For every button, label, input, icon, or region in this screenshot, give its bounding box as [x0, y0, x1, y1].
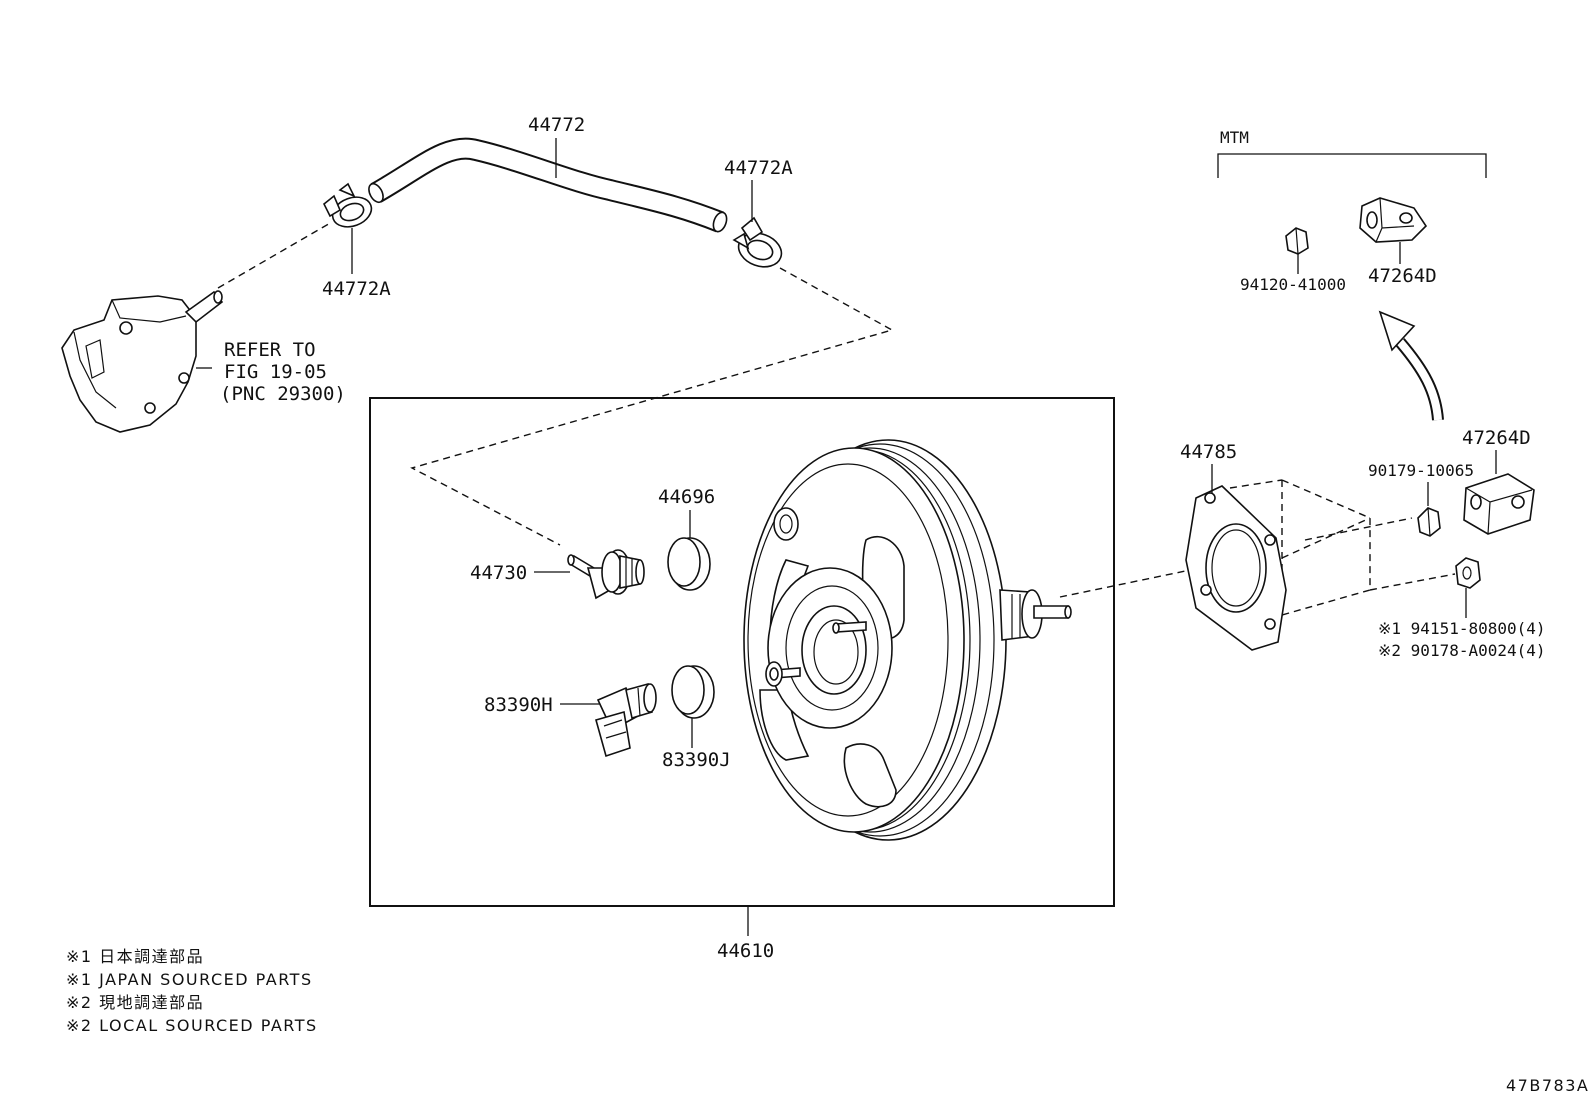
label-83390j: 83390J — [662, 749, 731, 771]
arrow-to-mtm-icon — [1378, 310, 1444, 421]
hose-clip-44772a-right — [732, 216, 783, 268]
label-90179-10065: 90179-10065 — [1368, 461, 1474, 480]
bracket-47264d-mid — [1463, 473, 1535, 535]
gasket-44785 — [1185, 485, 1287, 651]
label-44772: 44772 — [528, 114, 585, 136]
booster-assembly-frame — [369, 397, 1115, 907]
label-94120-41000: 94120-41000 — [1240, 275, 1346, 294]
label-mtm: MTM — [1220, 128, 1249, 147]
check-valve-44730 — [567, 549, 645, 600]
label-44696: 44696 — [658, 486, 715, 508]
label-94151-80800: ※1 94151-80800(4) — [1378, 619, 1546, 638]
label-83390h: 83390H — [484, 694, 553, 716]
footnote-2-jp: ※2 現地調達部品 — [66, 993, 204, 1012]
label-44610: 44610 — [717, 940, 774, 962]
grommet-83390j — [671, 665, 715, 719]
vacuum-sensor-83390h — [595, 682, 657, 758]
label-44772a-right: 44772A — [724, 157, 793, 179]
footnotes: ※1 日本調達部品 ※1 JAPAN SOURCED PARTS ※2 現地調達… — [66, 947, 318, 1035]
refer-to-label-line2: FIG 19-05 — [224, 361, 327, 383]
label-44772a-left: 44772A — [322, 278, 391, 300]
label-44730: 44730 — [470, 562, 527, 584]
nut-94120-41000 — [1285, 227, 1309, 255]
vacuum-hose-44772 — [368, 137, 728, 233]
label-44785: 44785 — [1180, 441, 1237, 463]
label-47264d-top: 47264D — [1368, 265, 1437, 287]
footnote-1-en: ※1 JAPAN SOURCED PARTS — [66, 970, 313, 989]
footnote-2-en: ※2 LOCAL SOURCED PARTS — [66, 1016, 318, 1035]
diagram-code: 47B783A — [1506, 1076, 1589, 1095]
vacuum-pump — [61, 290, 224, 433]
mtm-bracket-line — [1217, 153, 1487, 178]
nut-90179-10065 — [1417, 507, 1441, 537]
refer-to-label-line3: (PNC 29300) — [220, 383, 346, 405]
label-47264d-mid: 47264D — [1462, 427, 1531, 449]
hose-clip-44772a-left — [322, 182, 373, 228]
brake-booster — [743, 439, 1072, 841]
bracket-47264d-top — [1359, 197, 1428, 243]
label-90178-a0024: ※2 90178-A0024(4) — [1378, 641, 1546, 660]
footnote-1-jp: ※1 日本調達部品 — [66, 947, 204, 966]
nut-94151-90178 — [1455, 557, 1481, 589]
refer-to-label-line1: REFER TO — [224, 339, 316, 361]
grommet-44696 — [667, 537, 711, 591]
